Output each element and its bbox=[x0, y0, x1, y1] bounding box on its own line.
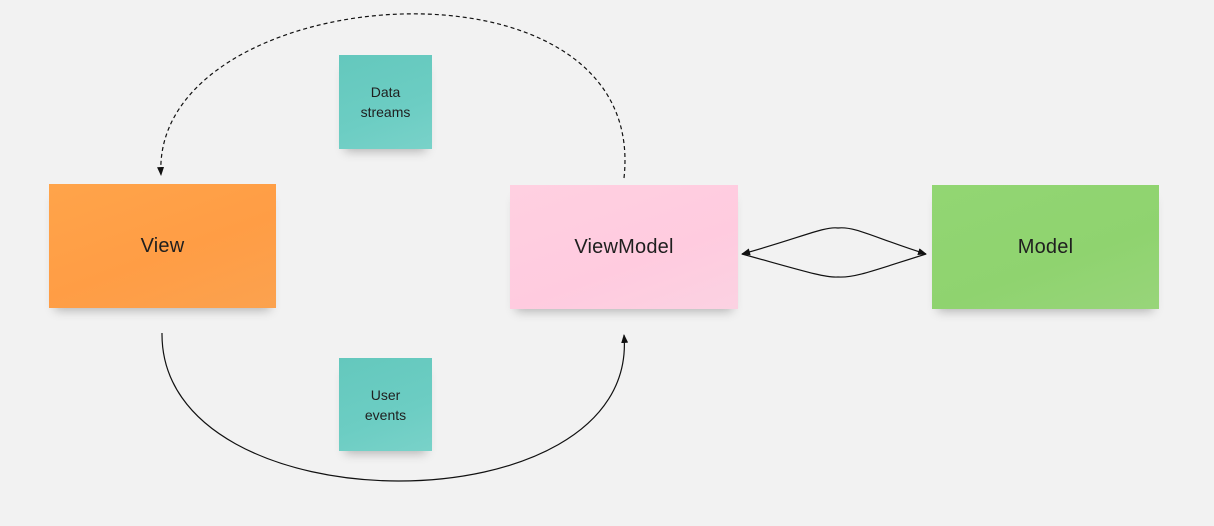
viewmodel-model-connector-upper bbox=[741, 227, 927, 256]
user-events-connector bbox=[161, 332, 629, 482]
data-streams-connector bbox=[157, 13, 626, 179]
data-streams-note[interactable]: Data streams bbox=[339, 55, 432, 149]
view-node-label: View bbox=[140, 234, 185, 257]
user-events-note-label: User events bbox=[364, 386, 407, 423]
user-events-note[interactable]: User events bbox=[339, 358, 432, 451]
model-node[interactable]: Model bbox=[932, 185, 1159, 309]
viewmodel-node-label: ViewModel bbox=[574, 235, 674, 258]
data-streams-note-label: Data streams bbox=[360, 84, 411, 120]
viewmodel-node[interactable]: ViewModel bbox=[510, 185, 738, 309]
model-node-label: Model bbox=[1017, 235, 1074, 258]
view-node[interactable]: View bbox=[49, 184, 276, 308]
viewmodel-model-connector-lower bbox=[741, 253, 927, 278]
